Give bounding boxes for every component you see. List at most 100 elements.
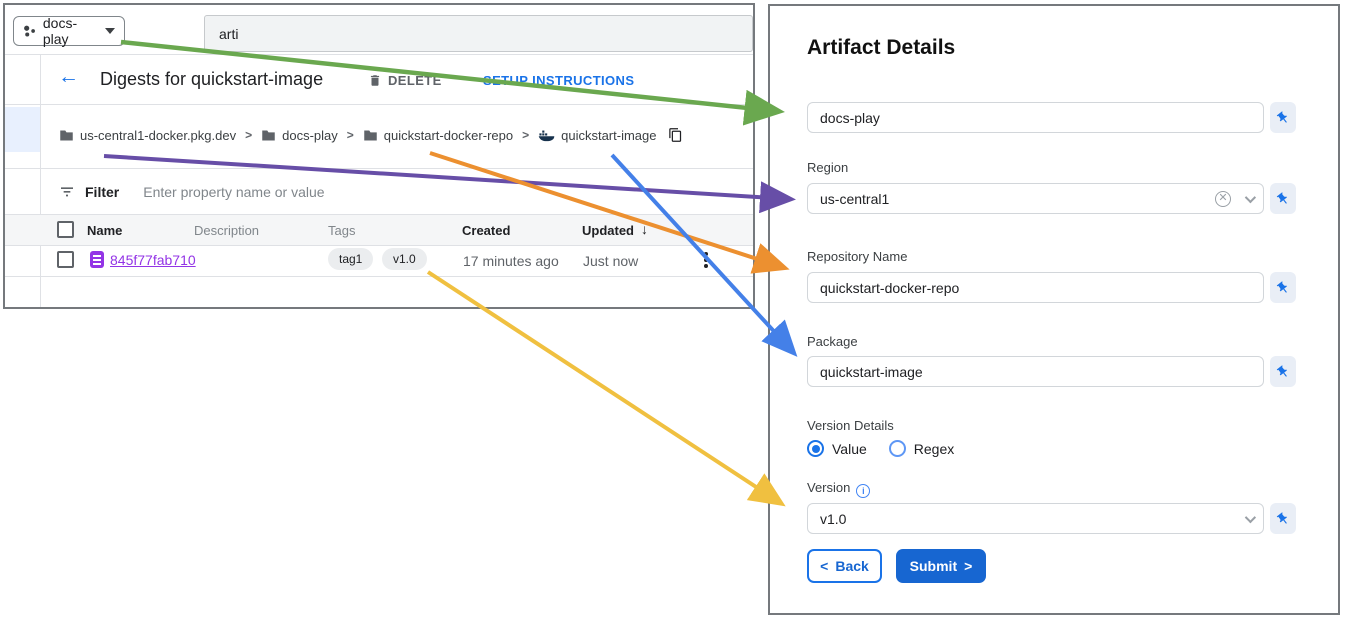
radio-regex-label: Regex <box>913 440 955 457</box>
breadcrumb-label: quickstart-image <box>561 127 657 143</box>
radio-value[interactable]: Value <box>807 440 867 457</box>
repository-input[interactable]: quickstart-docker-repo <box>807 272 1264 303</box>
breadcrumb-item-registry[interactable]: us-central1-docker.pkg.dev <box>59 128 236 143</box>
updated-cell: Just now <box>583 253 639 269</box>
radio-value-label: Value <box>832 440 867 457</box>
digest-link[interactable]: 845f77fab710 <box>110 252 196 268</box>
search-input[interactable] <box>205 16 752 51</box>
tag-chip[interactable]: v1.0 <box>382 248 427 270</box>
breadcrumb-label: quickstart-docker-repo <box>383 127 514 143</box>
radio-unselected-icon[interactable] <box>888 440 906 457</box>
breadcrumb-item-repository[interactable]: quickstart-docker-repo <box>363 128 513 143</box>
pin-icon <box>1276 280 1287 293</box>
radio-regex[interactable]: Regex <box>888 440 955 457</box>
chevron-right-icon: > <box>964 558 973 574</box>
version-label: Version i <box>807 480 871 498</box>
project-input[interactable]: docs-play <box>807 102 1264 133</box>
divider <box>5 168 753 169</box>
version-input[interactable]: v1.0 <box>807 503 1264 534</box>
console-window: docs-play ← Digests for quickstart-image… <box>3 3 755 309</box>
repository-label: Repository Name <box>807 249 908 264</box>
package-label: Package <box>807 334 858 349</box>
back-button-label: Back <box>835 558 869 574</box>
pin-icon <box>1276 191 1287 204</box>
column-header-name[interactable]: Name <box>87 223 123 238</box>
filter-bar: Filter <box>59 184 504 200</box>
version-input-value: v1.0 <box>820 510 847 527</box>
digest-icon <box>90 251 104 268</box>
region-input-value: us-central1 <box>820 190 890 207</box>
project-dots-icon <box>24 25 35 37</box>
pin-button[interactable] <box>1270 102 1296 133</box>
folder-icon <box>364 130 377 140</box>
search-box <box>204 15 753 52</box>
divider <box>5 54 753 55</box>
chevron-down-icon[interactable] <box>1244 511 1257 523</box>
filter-icon <box>61 187 73 197</box>
delete-button[interactable]: DELETE <box>368 73 442 88</box>
divider <box>40 54 41 307</box>
repository-input-value: quickstart-docker-repo <box>820 279 960 296</box>
package-input-value: quickstart-image <box>820 363 923 380</box>
folder-icon <box>60 130 73 140</box>
column-header-tags: Tags <box>328 223 356 238</box>
copy-icon[interactable] <box>668 127 683 143</box>
divider <box>5 245 753 246</box>
back-arrow-icon[interactable]: ← <box>58 65 79 88</box>
breadcrumb: us-central1-docker.pkg.dev > docs-play >… <box>59 125 683 145</box>
breadcrumb-label: us-central1-docker.pkg.dev <box>80 127 237 143</box>
chevron-right-icon: > <box>346 128 354 142</box>
pin-icon <box>1276 364 1287 377</box>
back-button[interactable]: < Back <box>807 549 882 583</box>
project-selector[interactable]: docs-play <box>13 15 125 47</box>
version-details-radios: Value Regex <box>807 440 954 457</box>
version-details-label: Version Details <box>807 418 894 433</box>
page-title: Digests for quickstart-image <box>100 69 324 89</box>
pin-icon <box>1276 511 1287 524</box>
artifact-details-panel: Artifact Details docs-play Region us-cen… <box>768 4 1340 615</box>
divider <box>5 214 753 215</box>
breadcrumb-item-project[interactable]: docs-play <box>261 128 338 143</box>
column-header-description: Description <box>194 223 260 238</box>
sidebar-selected-item[interactable] <box>5 107 40 152</box>
pin-button[interactable] <box>1270 272 1296 303</box>
setup-instructions-button[interactable]: SETUP INSTRUCTIONS <box>483 73 634 88</box>
chevron-right-icon: > <box>245 128 253 142</box>
package-input[interactable]: quickstart-image <box>807 356 1264 387</box>
chevron-right-icon: > <box>522 128 530 142</box>
row-checkbox[interactable] <box>57 251 74 268</box>
region-label: Region <box>807 160 849 175</box>
chevron-left-icon: < <box>820 558 829 574</box>
pin-button[interactable] <box>1270 356 1296 387</box>
project-selector-label: docs-play <box>42 15 78 47</box>
pin-button[interactable] <box>1270 503 1296 534</box>
created-cell: 17 minutes ago <box>463 253 559 269</box>
pin-icon <box>1276 110 1287 123</box>
tag-chip[interactable]: tag1 <box>328 248 374 270</box>
trash-icon <box>370 75 380 86</box>
submit-button-label: Submit <box>909 558 958 574</box>
filter-label: Filter <box>85 184 120 200</box>
chevron-down-icon[interactable] <box>1244 191 1257 203</box>
radio-selected-icon[interactable] <box>807 440 824 457</box>
breadcrumb-item-package[interactable]: quickstart-image <box>538 128 656 143</box>
panel-title: Artifact Details <box>807 36 956 59</box>
version-label-text: Version <box>807 480 851 495</box>
row-menu-icon[interactable] <box>699 248 713 272</box>
info-icon[interactable]: i <box>856 484 871 498</box>
filter-input[interactable] <box>143 184 504 200</box>
divider <box>5 104 753 105</box>
folder-icon <box>262 130 275 140</box>
column-header-updated[interactable]: Updated <box>582 223 634 238</box>
region-input[interactable]: us-central1 ✕ <box>807 183 1264 214</box>
divider <box>5 276 753 277</box>
pin-button[interactable] <box>1270 183 1296 214</box>
caret-down-icon <box>105 28 115 34</box>
sort-desc-icon[interactable]: ↓ <box>641 221 648 237</box>
select-all-checkbox[interactable] <box>57 221 74 238</box>
column-header-created[interactable]: Created <box>462 223 511 238</box>
submit-button[interactable]: Submit > <box>896 549 986 583</box>
delete-label: DELETE <box>388 73 442 88</box>
project-input-value: docs-play <box>820 109 880 126</box>
clear-icon[interactable]: ✕ <box>1215 190 1231 207</box>
